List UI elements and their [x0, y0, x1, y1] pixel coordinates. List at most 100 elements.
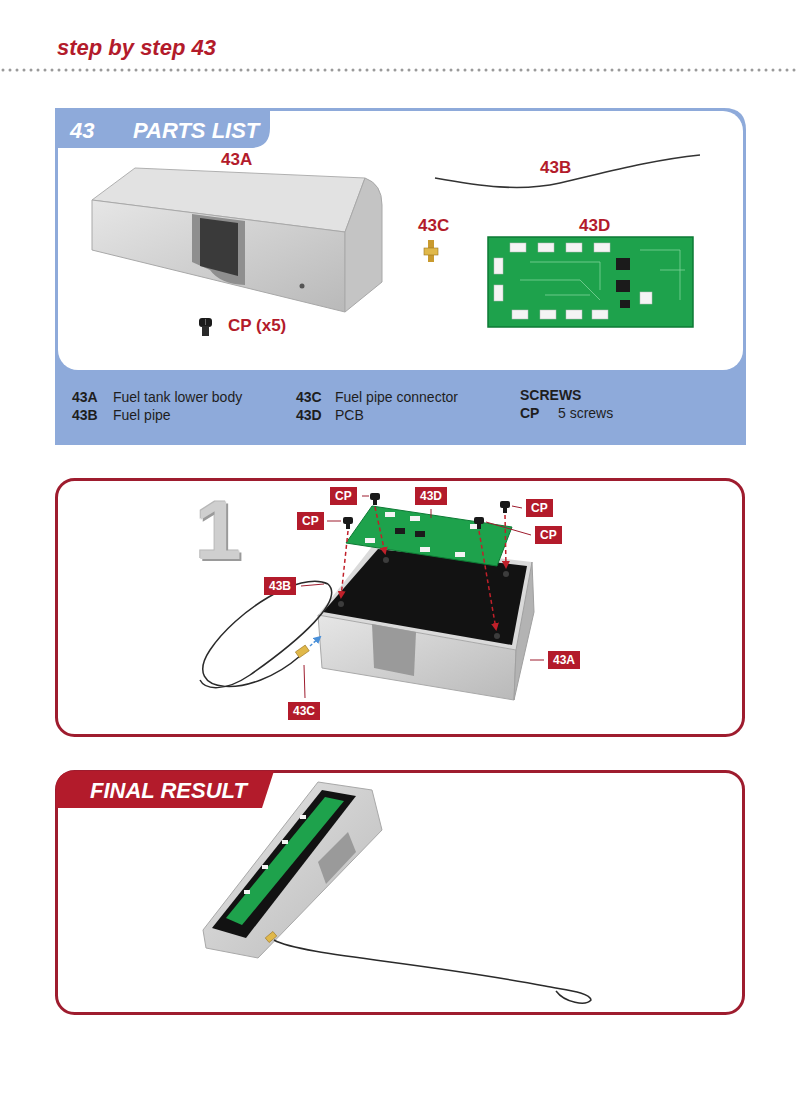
drawing-part: [503, 571, 509, 577]
callout-box: CP: [535, 526, 562, 544]
drawing-part: [199, 318, 212, 327]
drawing-part: [510, 243, 526, 252]
drawing-part: [545, 295, 590, 296]
drawing-part: [455, 552, 465, 557]
drawing-part: [514, 562, 534, 700]
drawing-part: [385, 512, 395, 517]
drawing-part: [373, 499, 377, 505]
step-panel: 1CP43DCPCPCP43B43A43C: [55, 478, 745, 737]
drawing-part: [295, 645, 309, 658]
final-panel: FINAL RESULT: [55, 770, 745, 1015]
drawing-part: [56, 771, 274, 808]
tab-heading: PARTS LIST: [133, 118, 259, 144]
part-label: 43C: [418, 216, 449, 236]
part-code: 43B: [72, 407, 98, 424]
callout-text: CP: [335, 489, 352, 503]
drawing-part: [503, 507, 507, 513]
drawing-part: [520, 250, 685, 300]
drawing-part: [203, 782, 382, 958]
drawing-part: [55, 108, 270, 148]
drawing-part: [338, 557, 509, 639]
pcb: [488, 237, 693, 327]
drawing-part: [57, 772, 744, 1014]
drawing-part: [494, 633, 500, 639]
drawing-part: [520, 280, 600, 300]
drawing-part: [494, 285, 503, 301]
drawing-part: [616, 258, 630, 308]
drawing-part: [192, 214, 245, 285]
drawing-part: [200, 218, 238, 276]
drawing-part: [395, 528, 425, 537]
drawing-part: [512, 506, 522, 508]
part-name: PCB: [335, 407, 364, 424]
drawing-part: [415, 531, 425, 537]
drawing-part: [301, 584, 324, 586]
drawing-part: [343, 517, 353, 524]
drawing-part: [530, 660, 544, 661]
drawing-part: [202, 326, 209, 336]
callout-text: 43C: [293, 704, 315, 718]
dotted-rule: [3, 69, 797, 72]
drawing-part: [640, 250, 680, 300]
drawing-part: [420, 547, 430, 552]
callout-text: CP: [540, 528, 557, 542]
drawing-part: [486, 522, 531, 535]
drawing-part: [92, 200, 345, 312]
drawing-part: [375, 507, 385, 553]
part-code: 43A: [72, 389, 98, 406]
final-assembly: [203, 782, 591, 1003]
callout-box: CP: [330, 487, 357, 505]
callout-text: CP: [302, 514, 319, 528]
callout-box: CP: [526, 499, 553, 517]
callout-box: 43A: [548, 651, 580, 669]
part-name: Fuel pipe connector: [335, 389, 458, 406]
drawing-part: [318, 615, 516, 700]
list-heading: SCREWS: [520, 387, 581, 404]
part-code: 43C: [296, 389, 322, 406]
drawing-part: [304, 665, 305, 698]
drawing-part: [530, 262, 600, 290]
drawing-part: [592, 310, 608, 319]
drawing-part: [203, 581, 328, 686]
drawing-part: [660, 270, 685, 271]
drawing-part: [494, 243, 652, 319]
drawing-part: [346, 523, 350, 529]
drawing-part: [365, 538, 375, 543]
drawing-part: [244, 890, 250, 894]
drawing-part: [205, 319, 206, 325]
drawing-part: [474, 517, 484, 524]
drawing-part: [300, 284, 305, 289]
drawing-part: [594, 243, 610, 252]
fuel-pipe: [435, 155, 700, 187]
insert-arrows: [341, 507, 506, 629]
drawing-part: [540, 310, 556, 319]
callout-box: 43B: [264, 577, 296, 595]
drawing-part: [479, 531, 496, 629]
callout-box: 43C: [288, 702, 320, 720]
step-number: 1: [195, 484, 242, 576]
drawing-part: [616, 280, 630, 292]
drawing-part: [338, 601, 344, 607]
part-name: Fuel tank lower body: [113, 389, 242, 406]
drawing-part: [538, 243, 554, 252]
page-title: step by step 43: [57, 35, 216, 61]
drawing-part: [383, 557, 389, 563]
drawing-part: [424, 248, 438, 255]
drawing-part: [346, 506, 512, 566]
part-label: 43B: [540, 158, 571, 178]
drawing-part: [345, 178, 382, 312]
callout-text: 43A: [553, 653, 575, 667]
drawing-part: [370, 493, 380, 500]
drawing-part: [372, 624, 416, 676]
drawing-part: [395, 528, 405, 534]
fuel-pipe-step: [200, 581, 332, 687]
drawing-part: [566, 310, 582, 319]
drawing-part: [470, 524, 480, 529]
drawing-part: [505, 515, 506, 567]
pcb-step: [346, 506, 512, 566]
drawing-part: [244, 815, 306, 894]
tab-number: 43: [70, 118, 94, 144]
